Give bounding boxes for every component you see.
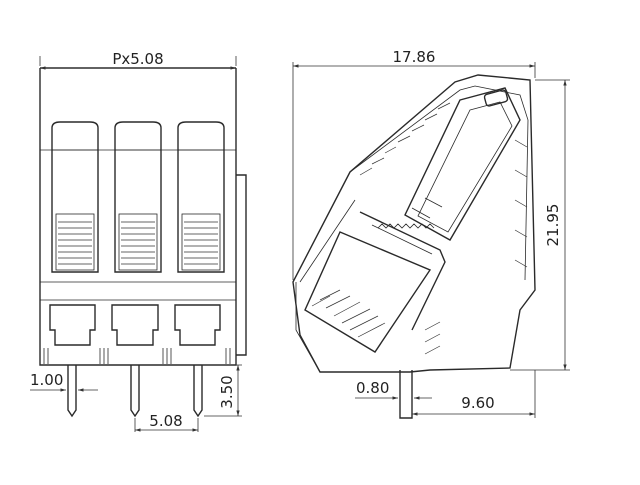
- pitch-dimension-label: Px5.08: [112, 50, 163, 68]
- pin-2: [130, 365, 140, 418]
- lever-housing-1: [51, 121, 99, 273]
- front-view: Px5.08 1.00 5.08 3.50: [30, 50, 247, 432]
- pin-3: [193, 365, 203, 418]
- side-height-dimension-label: 21.95: [544, 204, 562, 247]
- side-width-dimension-label: 17.86: [393, 48, 436, 66]
- clamp-spring: [359, 211, 446, 331]
- pin-1: [67, 365, 77, 418]
- side-pin-thickness-label: 0.80: [356, 379, 389, 397]
- actuator-lever: [404, 87, 521, 241]
- pin-width-dimension-label: 1.00: [30, 371, 63, 389]
- pin-length-dimension-label: 3.50: [218, 375, 236, 408]
- side-pin: [399, 370, 413, 419]
- side-pin-offset-label: 9.60: [461, 394, 494, 412]
- pin-pitch-dimension-label: 5.08: [149, 412, 182, 430]
- lever-housing-3: [177, 121, 225, 273]
- side-view: 17.86 21.95 0.80 9.60: [292, 48, 570, 419]
- lever-housing-2: [114, 121, 162, 273]
